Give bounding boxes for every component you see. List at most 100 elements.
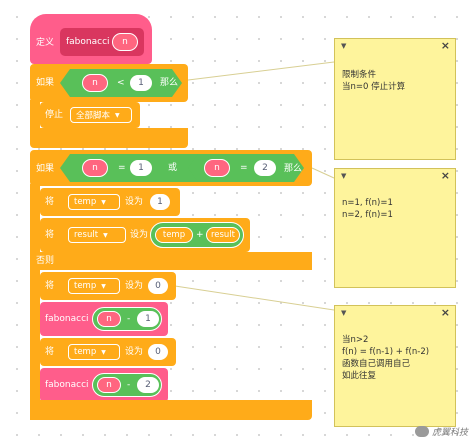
value-input[interactable]: 1 (130, 160, 152, 176)
or-operator[interactable]: n = 1 或 n = 2 (60, 154, 304, 182)
comment-link-2 (311, 167, 335, 179)
comment-note-2[interactable]: ▼ × n=1, f(n)=1 n=2, f(n)=1 (334, 168, 456, 288)
less-than-operator[interactable]: n < 1 (60, 69, 182, 97)
watermark-text: 虎翼科技 (431, 428, 468, 438)
or-label: 或 (168, 163, 178, 173)
operator-symbol: < (117, 78, 125, 88)
set-to-label: 设为 (125, 281, 144, 291)
set-to-label: 设为 (125, 347, 144, 357)
chevron-down-icon: ▼ (103, 231, 108, 239)
chevron-down-icon: ▼ (101, 198, 106, 206)
note-text[interactable]: n=1, f(n)=1 n=2, f(n)=1 (342, 198, 393, 220)
stop-option-value: 全部脚本 (76, 111, 111, 121)
define-block[interactable]: 定义 fabonacci n (30, 14, 152, 64)
var-result[interactable]: result (206, 227, 240, 243)
function-name: fabonacci (45, 380, 89, 390)
value-input[interactable]: 1 (137, 311, 159, 327)
note-text[interactable]: 当n>2 f(n) = f(n-1) + f(n-2) 函数自己调用自己 如此往… (342, 335, 430, 381)
var-temp[interactable]: temp (155, 227, 193, 243)
chevron-down-icon: ▼ (101, 348, 106, 356)
value-input[interactable]: 1 (150, 194, 170, 210)
set-label: 将 (45, 347, 55, 357)
function-name: fabonacci (45, 314, 89, 324)
watermark: 虎翼科技 (414, 425, 468, 438)
variable-dropdown[interactable]: temp ▼ (68, 344, 120, 360)
if-else-arm (30, 184, 40, 420)
variable-dropdown[interactable]: result ▼ (68, 227, 126, 243)
set-temp-block-1[interactable]: 将 temp ▼ 设为 1 (40, 188, 180, 216)
operator-symbol: = (118, 163, 126, 173)
define-label: 定义 (36, 38, 55, 48)
variable-name: result (74, 230, 99, 240)
var-n[interactable]: n (97, 377, 121, 393)
if-block-1-arm (30, 100, 40, 132)
note-header[interactable] (335, 306, 455, 320)
equals-operator-b[interactable]: n = 2 (188, 154, 294, 182)
stop-label: 停止 (45, 110, 64, 120)
param-n[interactable]: n (112, 33, 138, 51)
call-fabonacci-block-1[interactable]: fabonacci n - 1 (40, 302, 168, 336)
set-label: 将 (45, 197, 55, 207)
set-to-label: 设为 (125, 197, 144, 207)
value-input[interactable]: 1 (130, 75, 152, 91)
note-text[interactable]: 限制条件 当n=0 停止计算 (342, 70, 406, 92)
define-prototype[interactable]: fabonacci n (60, 28, 144, 56)
value-input[interactable]: 0 (148, 344, 168, 360)
close-icon[interactable]: × (440, 169, 450, 182)
subtract-operator[interactable]: n - 1 (92, 307, 162, 331)
set-temp-block-2[interactable]: 将 temp ▼ 设为 0 (40, 272, 176, 300)
set-temp-block-3[interactable]: 将 temp ▼ 设为 0 (40, 338, 176, 366)
stop-block[interactable]: 停止 全部脚本 ▼ (40, 102, 140, 128)
equals-operator-a[interactable]: n = 1 (68, 154, 160, 182)
chevron-down-icon[interactable]: ▼ (341, 309, 347, 317)
wechat-icon (414, 426, 429, 437)
comment-link-3 (174, 285, 335, 311)
chevron-down-icon[interactable]: ▼ (341, 172, 347, 180)
comment-note-1[interactable]: ▼ × 限制条件 当n=0 停止计算 (334, 38, 456, 160)
note-header[interactable] (335, 39, 455, 53)
operator-symbol: - (127, 314, 131, 324)
variable-name: temp (74, 347, 97, 357)
set-label: 将 (45, 281, 55, 291)
if-label: 如果 (36, 164, 55, 174)
chevron-down-icon: ▼ (101, 282, 106, 290)
value-input[interactable]: 2 (137, 377, 159, 393)
if-else-block[interactable]: 如果 n = 1 或 n = 2 那么 (30, 150, 312, 186)
value-input[interactable]: 2 (254, 160, 276, 176)
comment-note-3[interactable]: ▼ × 当n>2 f(n) = f(n-1) + f(n-2) 函数自己调用自己… (334, 305, 456, 427)
set-label: 将 (45, 230, 55, 240)
if-label: 如果 (36, 78, 55, 88)
then-label: 那么 (160, 78, 179, 88)
stop-option-dropdown[interactable]: 全部脚本 ▼ (70, 107, 132, 123)
variable-dropdown[interactable]: temp ▼ (68, 194, 120, 210)
close-icon[interactable]: × (440, 39, 450, 52)
then-label: 那么 (284, 164, 303, 174)
if-block-1[interactable]: 如果 n < 1 那么 (30, 64, 188, 102)
operator-symbol: - (127, 380, 131, 390)
else-label: 否则 (36, 256, 55, 266)
if-else-end (30, 400, 312, 420)
operator-symbol: = (240, 163, 248, 173)
variable-dropdown[interactable]: temp ▼ (68, 278, 120, 294)
variable-name: temp (74, 281, 97, 291)
note-header[interactable] (335, 169, 455, 183)
set-result-block[interactable]: 将 result ▼ 设为 temp + result (40, 218, 250, 252)
subtract-operator[interactable]: n - 2 (92, 373, 162, 397)
call-fabonacci-block-2[interactable]: fabonacci n - 2 (40, 368, 168, 402)
chevron-down-icon[interactable]: ▼ (341, 42, 347, 50)
var-n[interactable]: n (204, 159, 230, 177)
var-n[interactable]: n (82, 74, 108, 92)
value-input[interactable]: 0 (148, 278, 168, 294)
chevron-down-icon: ▼ (115, 111, 120, 119)
var-n[interactable]: n (82, 159, 108, 177)
close-icon[interactable]: × (440, 306, 450, 319)
add-operator[interactable]: temp + result (150, 222, 244, 248)
if-block-1-end (30, 128, 188, 148)
else-bar: 否则 (30, 252, 312, 270)
var-n[interactable]: n (97, 311, 121, 327)
comment-link-1 (171, 61, 335, 83)
function-name: fabonacci (66, 37, 110, 47)
operator-symbol: + (196, 230, 204, 240)
variable-name: temp (74, 197, 97, 207)
